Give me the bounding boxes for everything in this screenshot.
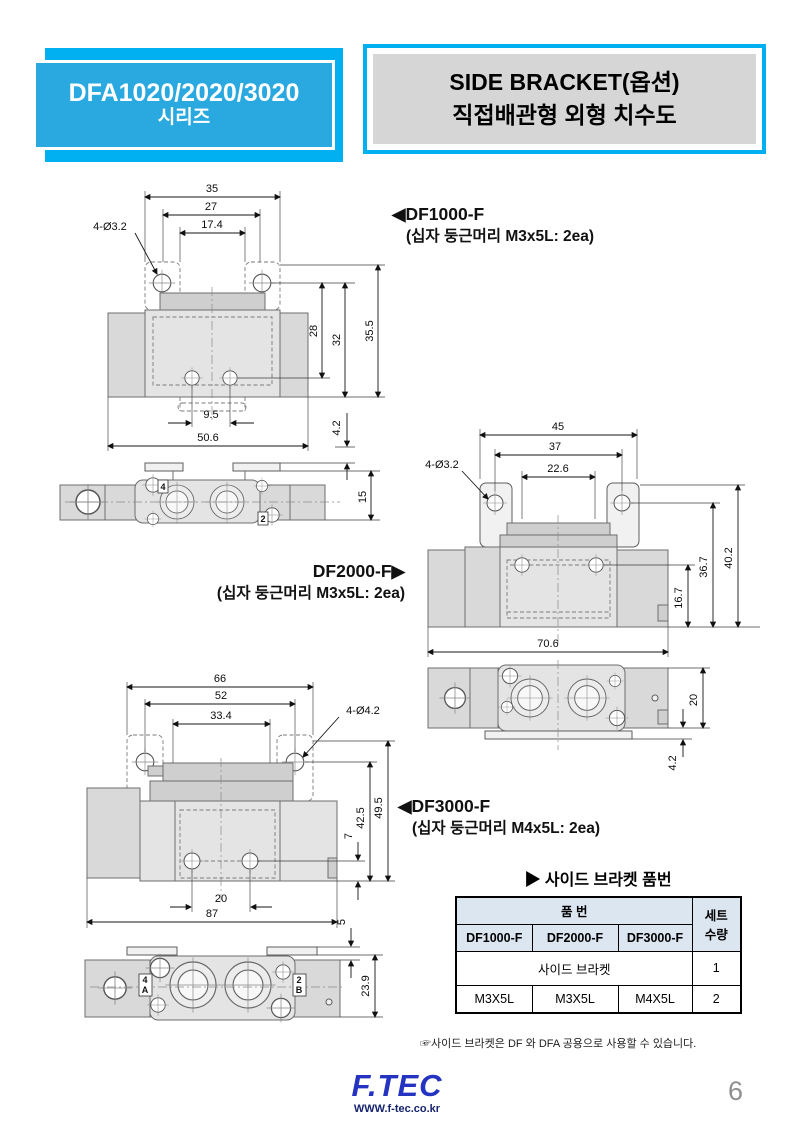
cell-bracket: 사이드 브라켓 — [455, 950, 693, 986]
dim-70-6: 70.6 — [537, 638, 558, 650]
df2000-bottom-view: 20 4.2 — [427, 660, 710, 771]
dim-7: 7 — [343, 833, 355, 839]
dim-87: 87 — [206, 908, 218, 920]
dim-32: 32 — [331, 334, 343, 346]
side-bracket-table: 품 번 세트 수량 DF1000-F DF2000-F DF3000-F 사이드… — [455, 896, 742, 1014]
df1000-drawing: 35 27 17.4 4-Ø3.2 28 32 35.5 9.5 50.6 — [59, 183, 385, 528]
dim-52: 52 — [215, 690, 227, 702]
dim-50-6: 50.6 — [197, 432, 218, 444]
df3000-screw-note: (십자 둥근머리 M4x5L: 2ea) — [412, 819, 601, 837]
dim-5: 5 — [336, 919, 348, 925]
df1000-screw-note: (십자 둥근머리 M3x5L: 2ea) — [406, 227, 595, 245]
df3000-bottom-view: 4 A 2 B 5 23.9 — [84, 919, 383, 1024]
company-logo: F.TEC WWW.f-tec.co.kr — [322, 1070, 472, 1115]
dim-35: 35 — [206, 183, 218, 195]
cell-screw-df1000: M3X5L — [455, 984, 533, 1014]
dim-holes: 4-Ø4.2 — [346, 705, 380, 717]
series-title: DFA1020/2020/3020 — [68, 78, 300, 107]
dim-33-4: 33.4 — [210, 710, 231, 722]
dim-4-2: 4.2 — [667, 755, 679, 770]
port-label-2: 2 — [296, 975, 301, 985]
col-header-part-no: 품 번 — [455, 896, 693, 925]
dim-40-2: 40.2 — [723, 547, 735, 568]
df3000-name: ◀DF3000-F — [398, 796, 491, 816]
table-row-screws: M3X5L M3X5L M4X5L 2 — [455, 984, 742, 1014]
page-title-line1: SIDE BRACKET(옵션) — [449, 68, 680, 95]
df2000-label-block: DF2000-F▶ (십자 둥근머리 M3x5L: 2ea) — [85, 560, 405, 605]
series-header-box: DFA1020/2020/3020 시리즈 — [33, 48, 353, 162]
port-label-4: 4 — [142, 975, 147, 985]
footnote: ☞사이드 브라켓은 DF 와 DFA 공용으로 사용할 수 있습니다. — [420, 1038, 697, 1050]
dim-42-5: 42.5 — [355, 807, 367, 828]
port-label-2: 2 — [260, 514, 265, 524]
cell-bracket-qty: 1 — [691, 950, 742, 986]
dim-28: 28 — [308, 325, 320, 337]
table-row-bracket: 사이드 브라켓 1 — [455, 950, 742, 986]
dim-49-5: 49.5 — [373, 797, 385, 818]
cell-screw-df2000: M3X5L — [531, 984, 619, 1014]
df3000-drawing: 66 52 33.4 4-Ø4.2 42.5 49.5 7 20 87 — [84, 673, 395, 1024]
dim-45: 45 — [552, 421, 564, 433]
cell-screw-qty: 2 — [691, 984, 742, 1014]
df3000-label-block: ◀DF3000-F (십자 둥근머리 M4x5L: 2ea) — [398, 795, 600, 840]
dim-4-2: 4.2 — [331, 420, 343, 435]
df2000-screw-note: (십자 둥근머리 M3x5L: 2ea) — [216, 584, 405, 602]
df2000-drawing: 45 37 22.6 4-Ø3.2 16.7 36.7 40.2 70.6 — [425, 421, 760, 771]
dim-20: 20 — [215, 893, 227, 905]
dim-66: 66 — [214, 673, 226, 685]
dim-27: 27 — [205, 201, 217, 213]
df1000-name: ◀DF1000-F — [392, 204, 485, 224]
port-label-b: B — [296, 985, 303, 995]
logo-website: WWW.f-tec.co.kr — [353, 1103, 441, 1115]
col-header-df1000: DF1000-F — [455, 923, 533, 952]
logo-text: F.TEC — [351, 1068, 443, 1103]
dim-20: 20 — [688, 694, 700, 706]
dim-15: 15 — [357, 491, 369, 503]
page-number: 6 — [728, 1076, 744, 1106]
dim-23-9: 23.9 — [360, 975, 372, 996]
col-header-qty: 세트 수량 — [691, 896, 742, 952]
dim-22-6: 22.6 — [547, 463, 568, 475]
df1000-top-view: 4 2 4.2 15 — [59, 413, 380, 528]
page-title-line2: 직접배관형 외형 치수도 — [452, 102, 677, 128]
col-header-df3000: DF3000-F — [617, 923, 693, 952]
dim-9-5: 9.5 — [203, 409, 218, 421]
df1000-front-view: 35 27 17.4 4-Ø3.2 28 32 35.5 9.5 50.6 — [93, 183, 385, 451]
table-title: ▶ 사이드 브라켓 품번 — [524, 872, 672, 889]
cell-screw-df3000: M4X5L — [617, 984, 693, 1014]
df2000-front-view: 45 37 22.6 4-Ø3.2 16.7 36.7 40.2 70.6 — [425, 421, 760, 657]
df3000-front-view: 66 52 33.4 4-Ø4.2 42.5 49.5 7 20 87 — [86, 673, 395, 928]
dim-holes: 4-Ø3.2 — [93, 221, 127, 233]
df2000-name: DF2000-F▶ — [312, 561, 405, 581]
dim-16-7: 16.7 — [673, 587, 685, 608]
port-label-a: A — [142, 985, 149, 995]
series-subtitle: 시리즈 — [157, 107, 211, 129]
page-title-box: SIDE BRACKET(옵션) 직접배관형 외형 치수도 — [363, 44, 766, 154]
dim-35-5: 35.5 — [364, 320, 376, 341]
dim-36-7: 36.7 — [698, 556, 710, 577]
col-header-df2000: DF2000-F — [531, 923, 619, 952]
dim-holes: 4-Ø3.2 — [425, 459, 459, 471]
port-label-4: 4 — [160, 482, 165, 492]
df1000-label-block: ◀DF1000-F (십자 둥근머리 M3x5L: 2ea) — [392, 203, 594, 248]
dim-17-4: 17.4 — [201, 219, 222, 231]
dim-37: 37 — [549, 441, 561, 453]
